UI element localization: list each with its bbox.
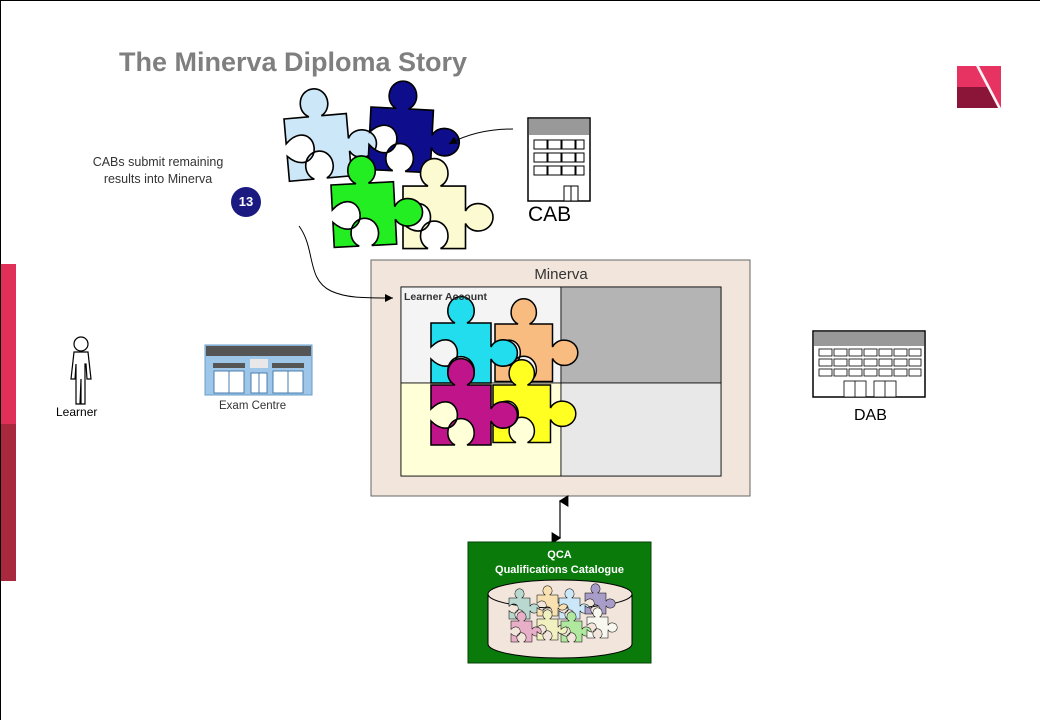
minerva-label: Minerva [534, 266, 588, 283]
dab-building-icon [812, 330, 926, 398]
qca-title: QCA [547, 549, 572, 561]
puzzle-piece-navy [366, 78, 464, 175]
exam-centre-label: Exam Centre [219, 400, 287, 412]
learner-account-label: Learner Account [404, 291, 488, 303]
cab-label: CAB [528, 203, 572, 226]
step-caption: CABs submit remaining results into Miner… [92, 155, 224, 186]
qca-subtitle: Qualifications Catalogue [495, 564, 624, 576]
submit-to-minerva-arrow [298, 225, 394, 302]
page-title: The Minerva Diploma Story [119, 47, 468, 77]
account-quadrant-bottom-right [560, 382, 722, 477]
qca-label: QCA Qualifications Catalogue [468, 548, 651, 578]
learner-label: Learner [56, 405, 98, 419]
dab-label: DAB [854, 407, 887, 424]
accent-bar-bottom [1, 424, 16, 581]
exam-centre-icon [204, 344, 313, 396]
account-quadrant-top-right [560, 286, 722, 384]
cab-building-icon [527, 117, 591, 202]
learner-icon [70, 336, 92, 405]
cab-to-pieces-arrow [448, 128, 514, 145]
step-number-badge: 13 [231, 187, 261, 217]
accent-bar-top [1, 264, 16, 424]
logo-icon [957, 66, 1001, 108]
